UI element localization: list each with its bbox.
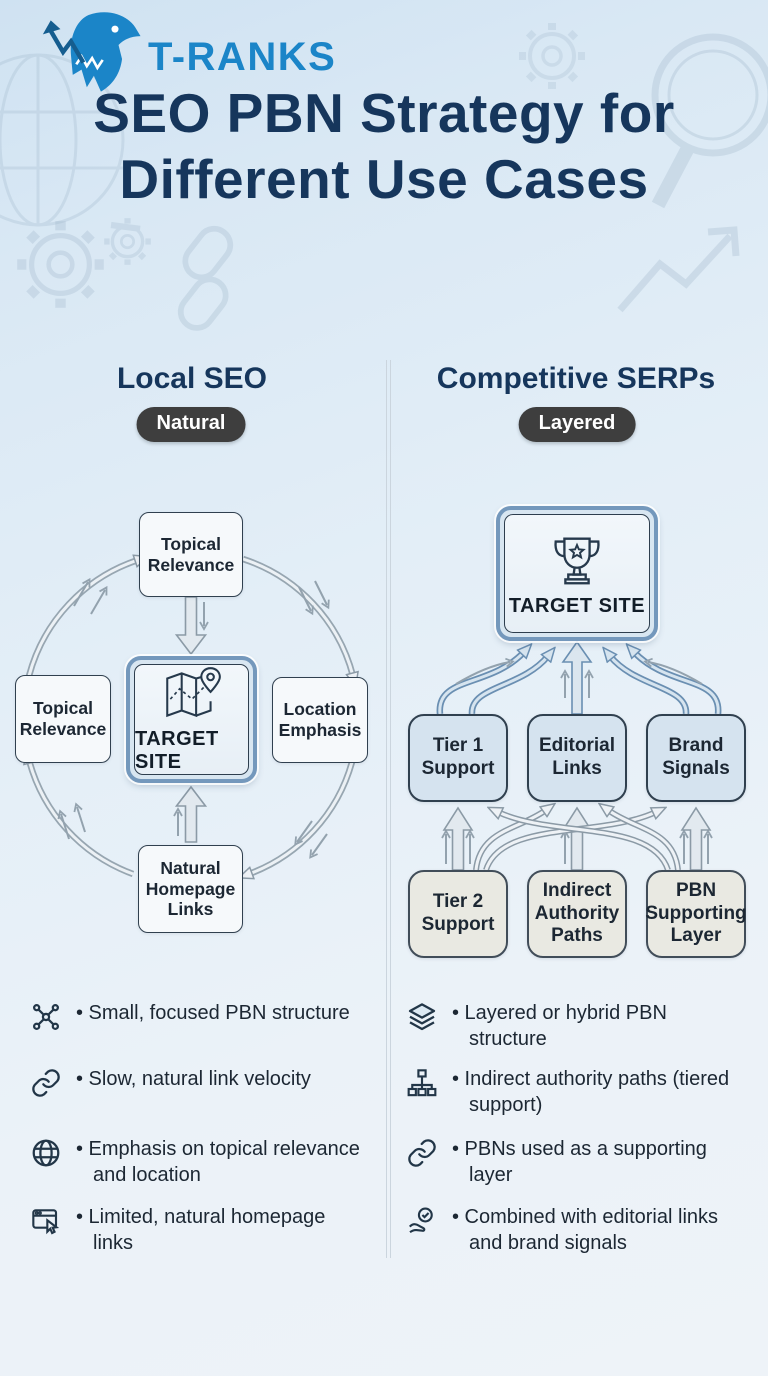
page-title: SEO PBN Strategy for Different Use Cases	[0, 80, 768, 212]
local-target-site-label: TARGET SITE	[135, 727, 219, 773]
node-tier1-support: Tier 1 Support	[408, 714, 508, 802]
feature-item: • Small, focused PBN structure	[30, 1000, 365, 1033]
column-divider	[390, 360, 391, 1258]
node-tier2-support: Tier 2 Support	[408, 870, 508, 958]
column-divider	[386, 360, 387, 1258]
right-column-heading: Competitive SERPs	[436, 362, 716, 395]
globe-icon	[32, 1139, 60, 1167]
gear-decoration-icon	[17, 221, 104, 308]
trophy-icon	[554, 537, 600, 585]
node-location-emphasis: Location Emphasis	[272, 677, 368, 763]
feature-text: • Layered or hybrid PBN structure	[452, 1002, 667, 1050]
network-icon	[32, 1003, 60, 1031]
left-column-badge: Natural	[136, 407, 246, 442]
node-editorial-links: Editorial Links	[527, 714, 627, 802]
right-column-badge: Layered	[518, 407, 636, 442]
feature-item: • Emphasis on topical relevance and loca…	[30, 1136, 365, 1188]
feature-item: • Slow, natural link velocity	[30, 1066, 365, 1099]
sitemap-icon	[407, 1069, 437, 1097]
competitive-target-site-box: TARGET SITE	[496, 506, 658, 641]
feature-item: • Limited, natural homepage links	[30, 1204, 333, 1256]
gear-decoration-icon	[104, 218, 151, 265]
brand-logo: T-RANKS	[34, 8, 336, 96]
feature-item: • Indirect authority paths (tiered suppo…	[406, 1066, 741, 1118]
feature-text: • Slow, natural link velocity	[76, 1068, 311, 1090]
trend-arrow-decoration-icon	[617, 226, 740, 313]
brand-name: T-RANKS	[148, 34, 337, 79]
chain-decoration-icon	[177, 225, 234, 331]
feature-item: • Combined with editorial links and bran…	[406, 1204, 741, 1256]
title-line-1: SEO PBN Strategy for	[93, 82, 675, 144]
link-icon	[32, 1069, 60, 1097]
feature-text: • PBNs used as a supporting layer	[452, 1138, 707, 1186]
feature-item: • PBNs used as a supporting layer	[406, 1136, 709, 1188]
feature-text: • Limited, natural homepage links	[76, 1206, 326, 1254]
link-icon	[408, 1139, 436, 1167]
node-natural-homepage-links: Natural Homepage Links	[138, 845, 243, 933]
node-topical-relevance-top: Topical Relevance	[139, 512, 243, 597]
hand-check-icon	[408, 1207, 433, 1234]
competitive-target-site-label: TARGET SITE	[508, 595, 646, 617]
feature-text: • Combined with editorial links and bran…	[452, 1206, 719, 1254]
node-brand-signals: Brand Signals	[646, 714, 746, 802]
feature-text: • Emphasis on topical relevance and loca…	[76, 1138, 360, 1186]
feature-text: • Small, focused PBN structure	[76, 1002, 350, 1024]
feature-text: • Indirect authority paths (tiered suppo…	[452, 1068, 730, 1116]
homepage-click-icon	[32, 1209, 60, 1235]
node-pbn-supporting-layer: PBN Supporting Layer	[645, 870, 747, 958]
feature-item: • Layered or hybrid PBN structure	[406, 1000, 741, 1052]
layers-icon	[408, 1003, 436, 1031]
map-location-icon	[165, 666, 221, 717]
node-topical-relevance-left: Topical Relevance	[15, 675, 111, 763]
trex-arrow-logo-icon	[42, 12, 141, 92]
left-column-heading: Local SEO	[116, 362, 268, 395]
title-line-2: Different Use Cases	[119, 148, 649, 210]
node-indirect-authority-paths: Indirect Authority Paths	[527, 870, 627, 958]
local-target-site-box: TARGET SITE	[126, 656, 257, 783]
